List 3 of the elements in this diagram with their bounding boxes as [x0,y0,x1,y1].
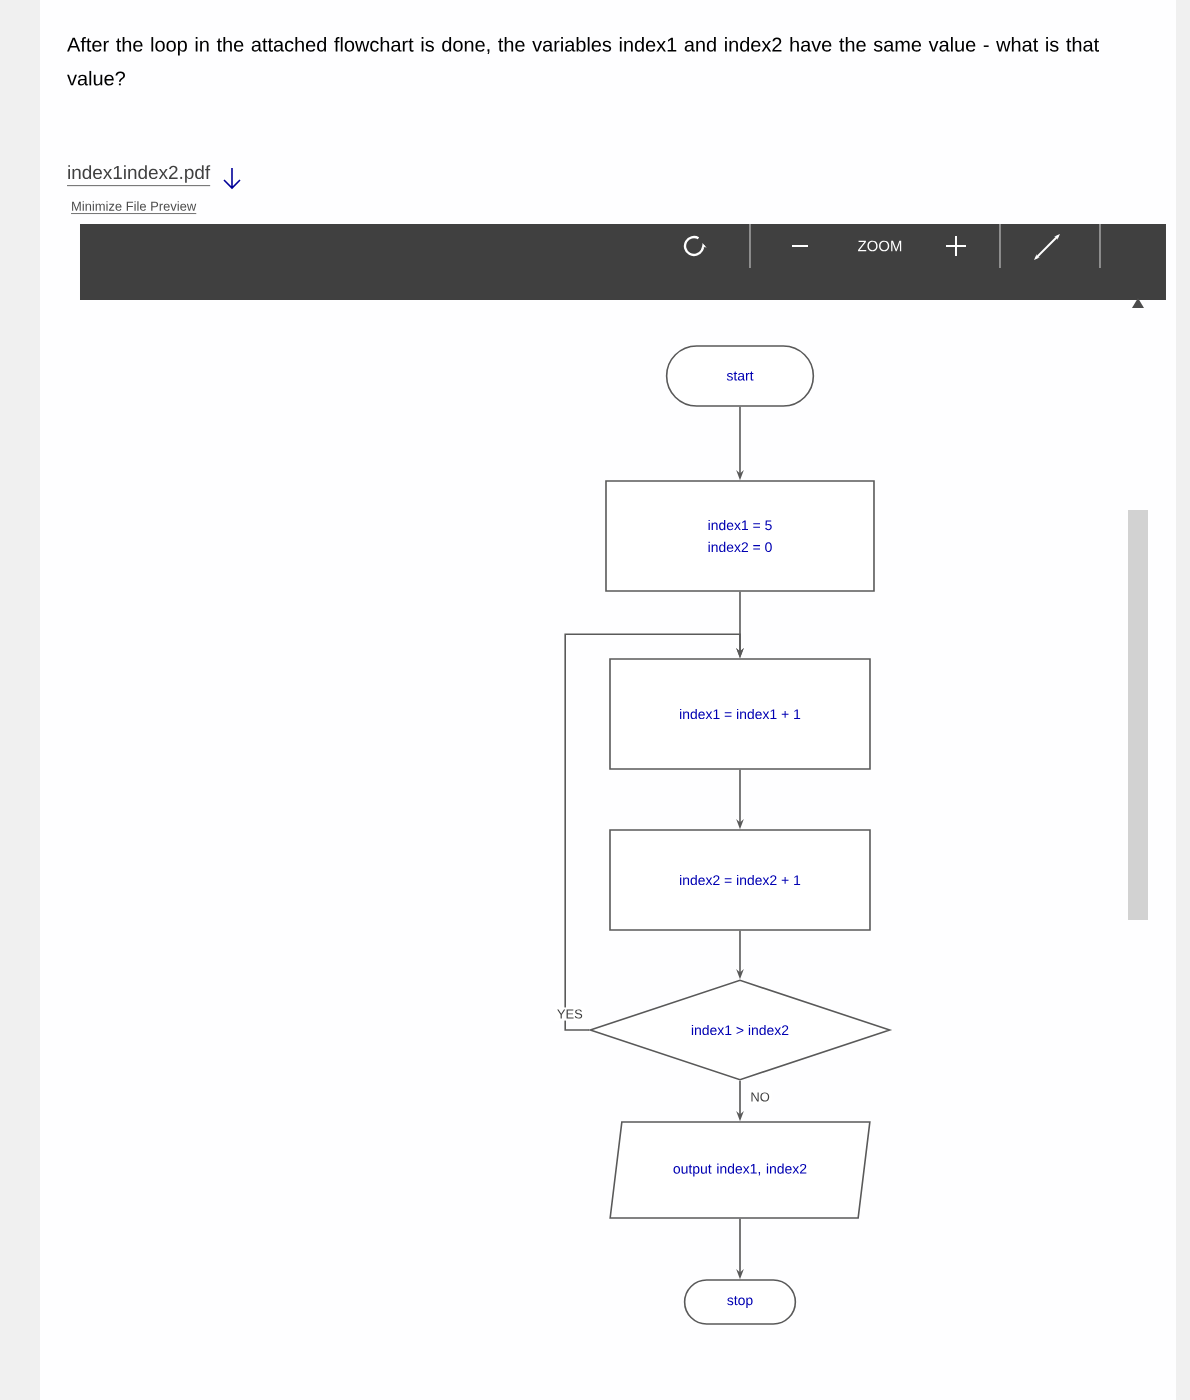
arrow [564,633,744,1031]
file-link: index1index2.pdf [66,165,211,187]
question-text: After the loop in the attached flowchart is done, the variables index1 and index2 have the same value - what is that value? [67,37,1099,86]
